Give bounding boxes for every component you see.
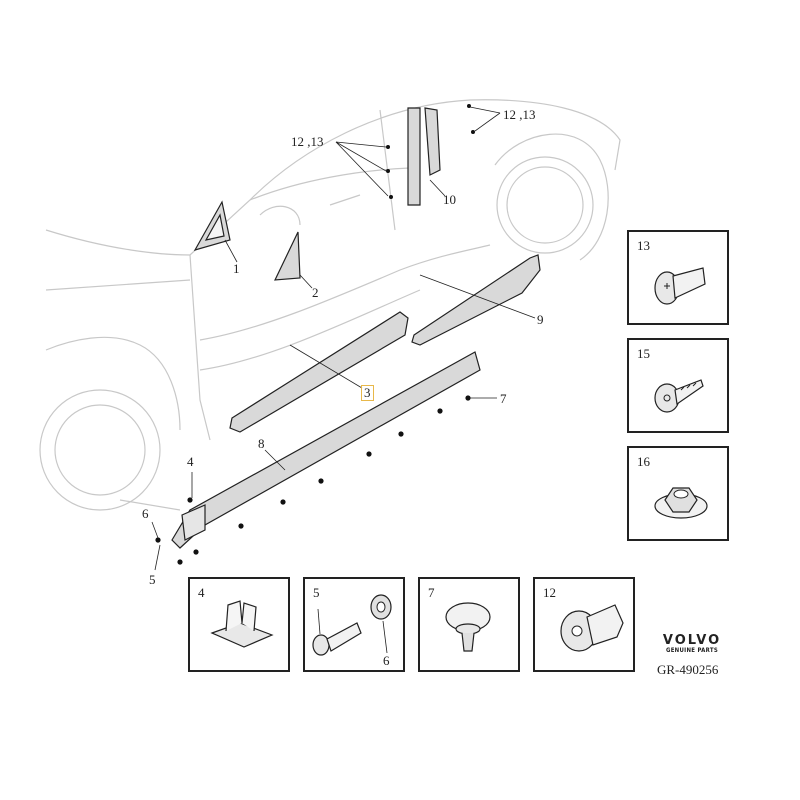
part-10-pillar-trim: [407, 107, 446, 206]
detail-number: 4: [198, 585, 205, 600]
part-3-door-moulding: [229, 311, 409, 433]
callout-9: 9: [537, 312, 544, 327]
detail-number: 13: [637, 238, 650, 253]
callout-12-13-left: 12 ,13: [291, 134, 324, 149]
detail-number: 7: [428, 585, 435, 600]
screw-washer-5-6-icon: [312, 594, 392, 656]
callout-12-13-right: 12 ,13: [503, 107, 536, 122]
detail-box-5-6: 5 6: [303, 577, 405, 672]
part-2-trim: [274, 231, 313, 289]
callout-4: 4: [187, 454, 194, 469]
callout-6: 6: [142, 506, 149, 521]
part-1-mirror-trim: [193, 200, 238, 263]
callout-7: 7: [500, 391, 507, 406]
detail-number: 15: [637, 346, 650, 361]
detail-number: 5: [313, 585, 320, 600]
detail-box-4: 4: [188, 577, 290, 672]
detail-box-15: 15: [627, 338, 729, 433]
detail-box-7: 7: [418, 577, 520, 672]
detail-box-12: 12: [533, 577, 635, 672]
detail-box-13: 13: [627, 230, 729, 325]
flange-nut-16-icon: [654, 487, 708, 519]
detail-number-6: 6: [383, 653, 390, 668]
callout-5: 5: [149, 572, 156, 587]
detail-box-16: 16: [627, 446, 729, 541]
part-8-sill-moulding: [171, 351, 481, 549]
detail-number: 12: [543, 585, 556, 600]
screw-13-icon: [654, 267, 706, 305]
callout-8: 8: [258, 436, 265, 451]
volvo-logo: VOLVO: [662, 633, 722, 648]
leader-lines: [151, 106, 501, 571]
genuine-parts-tagline: GENUINE PARTS: [665, 647, 719, 654]
diagram-reference: GR-490256: [657, 662, 719, 677]
push-rivet-7-icon: [445, 602, 491, 652]
callout-1: 1: [233, 261, 240, 276]
car-body-outline: [39, 99, 621, 511]
expansion-nut-12-icon: [560, 604, 624, 652]
callout-3: 3: [361, 385, 374, 401]
screw-15-icon: [654, 379, 704, 413]
callout-2: 2: [312, 285, 319, 300]
fastener-dots: [155, 104, 475, 565]
detail-number: 16: [637, 454, 650, 469]
callout-10: 10: [443, 192, 456, 207]
clip-4-icon: [210, 600, 274, 648]
part-9-rear-moulding: [411, 254, 541, 346]
